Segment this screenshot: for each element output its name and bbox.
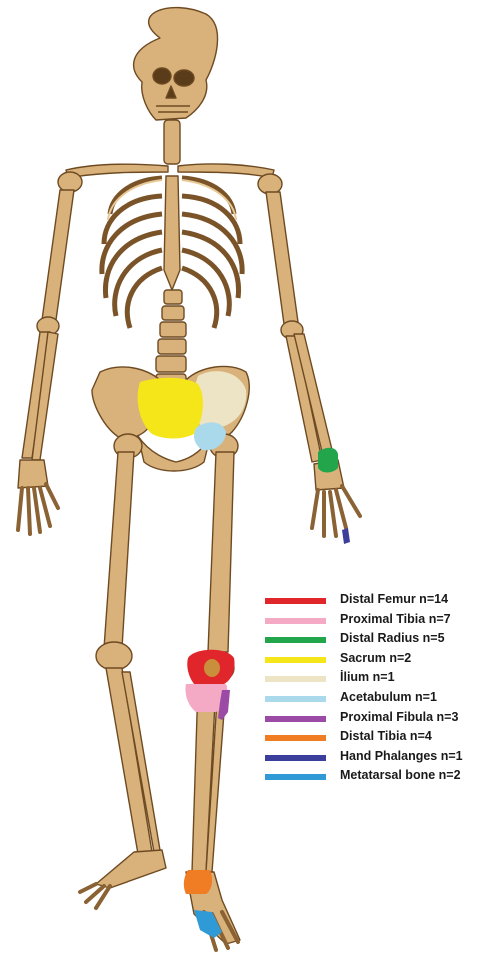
legend-label: Distal Radius n=5 xyxy=(340,631,445,645)
cervical-spine xyxy=(164,120,180,164)
legend-swatch xyxy=(265,735,326,741)
legend-item: İlium n=1 xyxy=(262,670,472,690)
legend-swatch xyxy=(265,774,326,780)
legend-item: Distal Femur n=14 xyxy=(262,592,472,612)
region-distal-radius xyxy=(318,448,338,473)
right-arm xyxy=(258,174,360,536)
legend-item: Proximal Fibula n=3 xyxy=(262,710,472,730)
legend-label: Hand Phalanges n=1 xyxy=(340,749,463,763)
legend-swatch xyxy=(265,716,326,722)
spine xyxy=(156,290,186,390)
right-clavicle xyxy=(178,164,274,178)
legend-swatch xyxy=(265,696,326,702)
legend-label: Distal Femur n=14 xyxy=(340,592,448,606)
legend-item: Proximal Tibia n=7 xyxy=(262,612,472,632)
legend-swatch xyxy=(265,657,326,663)
legend-label: Proximal Tibia n=7 xyxy=(340,612,451,626)
region-distal-tibia xyxy=(184,870,212,894)
legend-swatch xyxy=(265,598,326,604)
legend-label: Proximal Fibula n=3 xyxy=(340,710,458,724)
legend-label: Distal Tibia n=4 xyxy=(340,729,432,743)
skull xyxy=(134,8,218,120)
legend-swatch xyxy=(265,618,326,624)
left-leg xyxy=(80,434,166,908)
sternum xyxy=(164,176,180,290)
legend-item: Metatarsal bone n=2 xyxy=(262,768,472,788)
legend-item: Distal Tibia n=4 xyxy=(262,729,472,749)
legend-item: Acetabulum n=1 xyxy=(262,690,472,710)
patella xyxy=(204,659,220,677)
legend-item: Distal Radius n=5 xyxy=(262,631,472,651)
legend-item: Sacrum n=2 xyxy=(262,651,472,671)
left-clavicle xyxy=(66,164,168,178)
legend-swatch xyxy=(265,637,326,643)
legend-label: Acetabulum n=1 xyxy=(340,690,437,704)
legend-label: İlium n=1 xyxy=(340,670,395,684)
legend-item: Hand Phalanges n=1 xyxy=(262,749,472,769)
region-hand-phalanges xyxy=(342,528,350,544)
legend-label: Metatarsal bone n=2 xyxy=(340,768,461,782)
legend-label: Sacrum n=2 xyxy=(340,651,411,665)
legend-swatch xyxy=(265,676,326,682)
legend-swatch xyxy=(265,755,326,761)
skeleton xyxy=(18,8,360,950)
left-arm xyxy=(18,172,82,534)
